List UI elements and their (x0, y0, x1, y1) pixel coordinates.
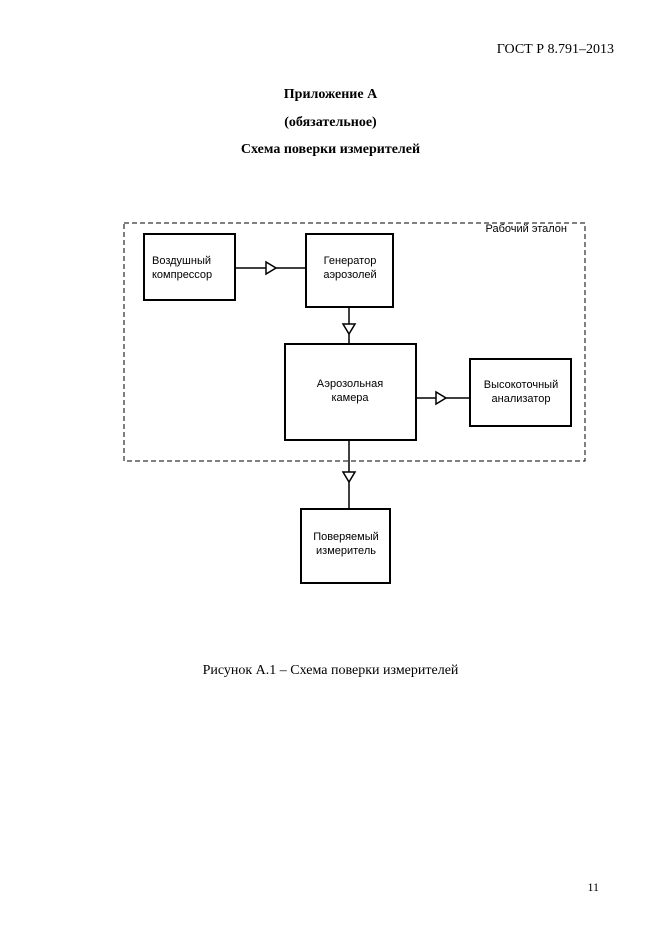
device-under-test-block: Поверяемый измеритель (300, 508, 391, 584)
arrow-compressor-to-generator (235, 260, 306, 276)
precision-analyzer-line2: анализатор (492, 393, 551, 405)
device-under-test-line2: измеритель (316, 545, 376, 557)
reference-standard-label: Рабочий эталон (486, 223, 567, 235)
appendix-status: (обязательное) (284, 115, 377, 130)
air-compressor-line2: компрессор (152, 269, 212, 281)
aerosol-chamber-block: Аэрозольная камера (284, 343, 417, 441)
precision-analyzer-line1: Высокоточный (484, 379, 558, 391)
arrow-chamber-to-analyzer (416, 390, 470, 406)
air-compressor-block: Воздушный компрессор (143, 233, 236, 301)
standard-code: ГОСТ Р 8.791–2013 (496, 42, 614, 57)
appendix-title: Приложение А (283, 87, 378, 102)
figure-caption: Рисунок А.1 – Схема поверки измерителей (202, 663, 459, 678)
arrow-generator-to-chamber (341, 307, 357, 344)
aerosol-generator-block: Генератор аэрозолей (305, 233, 394, 308)
aerosol-generator-line2: аэрозолей (323, 269, 376, 281)
air-compressor-line1: Воздушный (152, 255, 211, 267)
aerosol-generator-line1: Генератор (324, 255, 377, 267)
page-number: 11 (587, 880, 599, 894)
precision-analyzer-block: Высокоточный анализатор (469, 358, 572, 427)
aerosol-chamber-line2: камера (331, 392, 369, 404)
device-under-test-line1: Поверяемый (313, 531, 379, 543)
arrow-chamber-to-device (341, 440, 357, 509)
scheme-title: Схема поверки измерителей (240, 142, 421, 157)
reference-standard-frame (123, 222, 586, 462)
aerosol-chamber-line1: Аэрозольная (317, 378, 383, 390)
